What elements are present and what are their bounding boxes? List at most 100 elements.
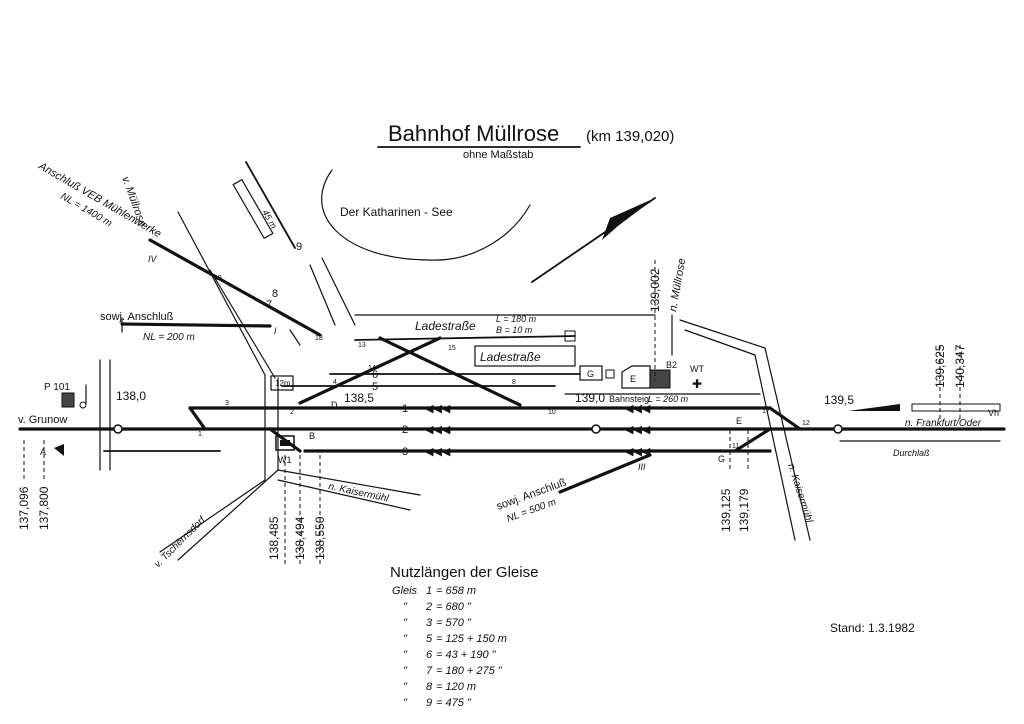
svg-text:7: 7 xyxy=(426,665,433,677)
signal-west xyxy=(113,424,123,434)
building-b2 xyxy=(649,369,671,389)
ladestrasse-width: B = 10 m xyxy=(496,325,533,335)
medical-cross-icon: ✚ xyxy=(692,377,702,391)
svg-text:4: 4 xyxy=(333,379,337,386)
svg-text:G: G xyxy=(587,369,594,379)
km-138-5: 138,5 xyxy=(344,391,374,405)
svg-text:15: 15 xyxy=(448,345,456,352)
svg-text:= 43 + 190 ": = 43 + 190 " xyxy=(436,649,497,661)
lake-label: Der Katharinen - See xyxy=(340,205,453,219)
svg-text:= 475 ": = 475 " xyxy=(436,697,472,709)
svg-text:": " xyxy=(403,601,408,613)
durchlass-label: Durchlaß xyxy=(893,448,930,458)
p101-label: P 101 xyxy=(44,382,70,393)
goods-shed xyxy=(579,365,603,381)
svg-text:W1: W1 xyxy=(278,455,292,465)
track-label-1: 1 xyxy=(402,403,408,415)
dir-v-tschernsdorf: v. Tschernsdorf xyxy=(152,514,208,570)
siding-veb-title: Anschluß VEB Mühlenwerke xyxy=(36,160,164,241)
switch-numbers: 1 2 3 4 8 10 11 12 13 14 15 17 18 19 xyxy=(198,275,810,450)
svg-text:= 680 ": = 680 " xyxy=(436,601,472,613)
svg-text:": " xyxy=(403,681,408,693)
km-138-550: 138,550 xyxy=(313,516,327,560)
svg-text:19: 19 xyxy=(214,275,222,282)
ladestrasse-label-upper: Ladestraße xyxy=(415,319,476,333)
svg-text:1: 1 xyxy=(198,431,202,438)
km-137-096: 137,096 xyxy=(17,486,31,530)
svg-text:= 125 + 150 m: = 125 + 150 m xyxy=(436,633,507,645)
svg-text:◀◀◀: ◀◀◀ xyxy=(625,424,651,436)
ladestrasse-block xyxy=(474,345,576,367)
signal-east xyxy=(833,424,843,434)
svg-text:": " xyxy=(403,697,408,709)
svg-text:= 120 m: = 120 m xyxy=(436,681,476,693)
svg-text:◀◀◀: ◀◀◀ xyxy=(625,403,651,415)
diagram-subtitle: ohne Maßstab xyxy=(463,149,533,161)
km-139-125: 139,125 xyxy=(719,488,733,532)
siding-sowj-lower xyxy=(558,453,652,494)
diagram-title: Bahnhof Müllrose xyxy=(388,121,559,146)
siding-sowj-upper-nl: NL = 200 m xyxy=(143,332,195,343)
lake-shore xyxy=(321,169,531,261)
dir-v-grunow: v. Grunow xyxy=(18,414,67,426)
svg-text:IV: IV xyxy=(148,254,158,264)
svg-text:2: 2 xyxy=(290,409,294,416)
svg-text:10: 10 xyxy=(548,409,556,416)
wt-label: WT xyxy=(690,364,704,374)
km-label: (km 139,020) xyxy=(586,128,674,145)
siding-sowj-upper-title: sowj. Anschluß xyxy=(100,311,174,323)
track-7-crossover xyxy=(298,336,442,405)
p101-box xyxy=(61,392,75,408)
track-label-2: 2 xyxy=(402,424,408,436)
svg-text:12: 12 xyxy=(802,420,810,427)
nutzlaengen-table: 1 = 658 m " 2 = 680 " " 3 = 570 " " 5 = … xyxy=(403,585,507,709)
svg-text:": " xyxy=(403,633,408,645)
siding-sowj-upper xyxy=(120,322,272,328)
nutz-gleis: 1 xyxy=(426,585,432,597)
signal-center xyxy=(591,424,601,434)
ladestrasse-length: L = 180 m xyxy=(496,314,537,324)
svg-text:14: 14 xyxy=(368,365,376,372)
platform-km: 139,0 xyxy=(575,391,605,405)
direction-arrows-track-2: ◀◀◀ xyxy=(425,424,451,436)
svg-text:◀◀◀: ◀◀◀ xyxy=(625,446,651,458)
track-label-9: 9 xyxy=(296,241,302,253)
svg-text:= 180 + 275 ": = 180 + 275 " xyxy=(436,665,503,677)
km-guide-lines xyxy=(23,260,961,565)
svg-text:III: III xyxy=(638,462,646,472)
track-label-8: 8 xyxy=(272,288,278,300)
svg-text:13: 13 xyxy=(358,342,366,349)
svg-text:Vh: Vh xyxy=(988,408,999,418)
north-arrow-icon xyxy=(602,198,655,240)
svg-text:8: 8 xyxy=(512,379,516,386)
stand-date: Stand: 1.3.1982 xyxy=(830,621,915,635)
nutz-length: = 658 m xyxy=(436,585,476,597)
platform-label: Bahnsteig xyxy=(609,394,649,404)
dir-n-muellrose: n. Müllrose xyxy=(667,257,688,312)
svg-text:": " xyxy=(403,617,408,629)
km-138-494: 138,494 xyxy=(293,516,307,560)
nutzlaengen-title: Nutzlängen der Gleise xyxy=(390,564,538,581)
svg-text:G: G xyxy=(718,454,725,464)
track-9 xyxy=(245,161,296,249)
km-139-5: 139,5 xyxy=(824,393,854,407)
track-label-3: 3 xyxy=(402,446,408,458)
km-137-800: 137,800 xyxy=(37,486,51,530)
svg-text:D: D xyxy=(331,400,338,410)
km-138-485: 138,485 xyxy=(267,516,281,560)
svg-text:11: 11 xyxy=(732,443,739,450)
svg-text:18: 18 xyxy=(315,335,323,342)
nutzlaengen-prefix: Gleis xyxy=(392,585,418,597)
ladestrasse-label-lower: Ladestraße xyxy=(480,350,541,364)
track-label-5: 5 xyxy=(372,381,378,393)
svg-text:3: 3 xyxy=(225,400,229,407)
svg-text:": " xyxy=(403,665,408,677)
svg-text:12m: 12m xyxy=(275,379,291,388)
signal-box-w1 xyxy=(275,435,295,451)
svg-text:2: 2 xyxy=(425,601,432,613)
svg-text:B: B xyxy=(309,431,315,441)
svg-text:5: 5 xyxy=(426,633,433,645)
km-139-179: 139,179 xyxy=(737,488,751,532)
building-12m xyxy=(270,375,294,391)
